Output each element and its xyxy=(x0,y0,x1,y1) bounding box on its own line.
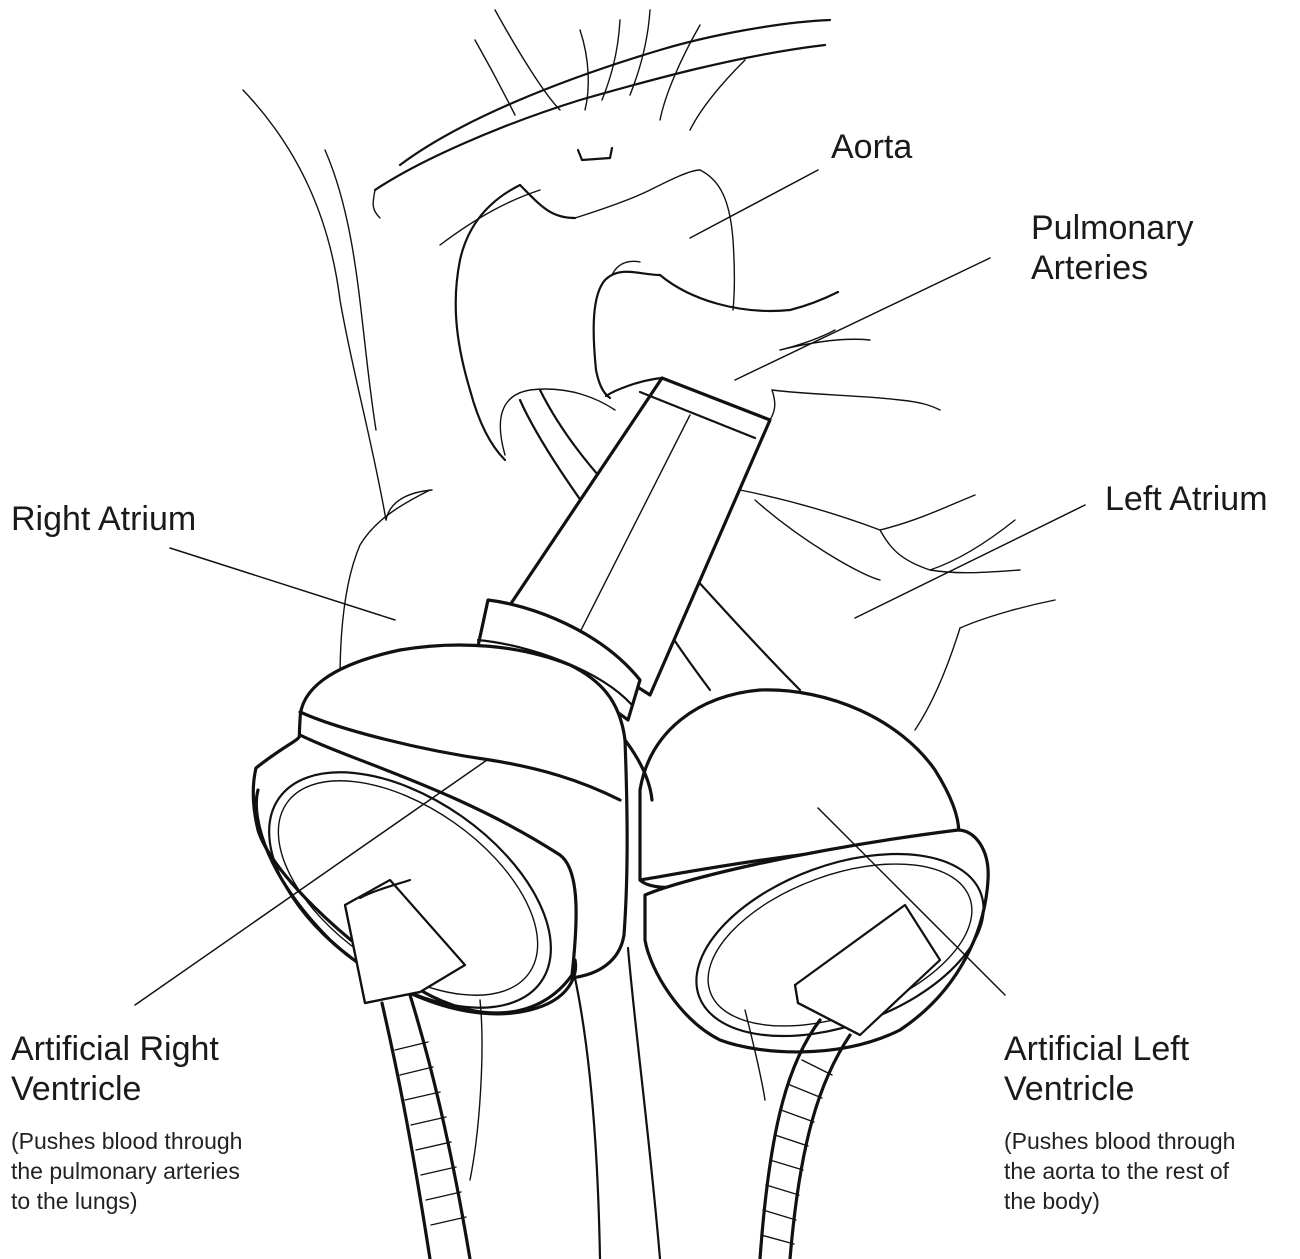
label-arv-line-1: Artificial Right xyxy=(11,1029,219,1069)
left-ventricle-device xyxy=(625,690,1008,1072)
label-pulmonary-arteries: Pulmonary Arteries xyxy=(1031,208,1194,288)
note-alv-line-1: (Pushes blood through xyxy=(1004,1126,1235,1156)
right-ventricle-device xyxy=(227,645,627,1055)
leader-right-atrium xyxy=(170,548,395,620)
note-artificial-right-ventricle: (Pushes blood through the pulmonary arte… xyxy=(11,1126,242,1216)
note-artificial-left-ventricle: (Pushes blood through the aorta to the r… xyxy=(1004,1126,1235,1216)
label-right-atrium: Right Atrium xyxy=(11,499,196,539)
note-alv-line-3: the body) xyxy=(1004,1186,1235,1216)
leader-pulmonary-arteries xyxy=(735,258,990,380)
heart-drawing xyxy=(135,10,1085,1259)
label-pulmonary-arteries-line-2: Arteries xyxy=(1031,248,1194,288)
label-alv-line-1: Artificial Left xyxy=(1004,1029,1189,1069)
note-arv-line-1: (Pushes blood through xyxy=(11,1126,242,1156)
label-pulmonary-arteries-line-1: Pulmonary xyxy=(1031,208,1194,248)
label-artificial-left-ventricle: Artificial Left Ventricle xyxy=(1004,1029,1189,1109)
note-alv-line-2: the aorta to the rest of xyxy=(1004,1156,1235,1186)
note-arv-line-3: to the lungs) xyxy=(11,1186,242,1216)
label-aorta: Aorta xyxy=(831,127,912,167)
label-left-atrium: Left Atrium xyxy=(1105,479,1268,519)
leader-aorta xyxy=(690,170,818,238)
label-arv-line-2: Ventricle xyxy=(11,1069,219,1109)
label-alv-line-2: Ventricle xyxy=(1004,1069,1189,1109)
label-artificial-right-ventricle: Artificial Right Ventricle xyxy=(11,1029,219,1109)
note-arv-line-2: the pulmonary arteries xyxy=(11,1156,242,1186)
